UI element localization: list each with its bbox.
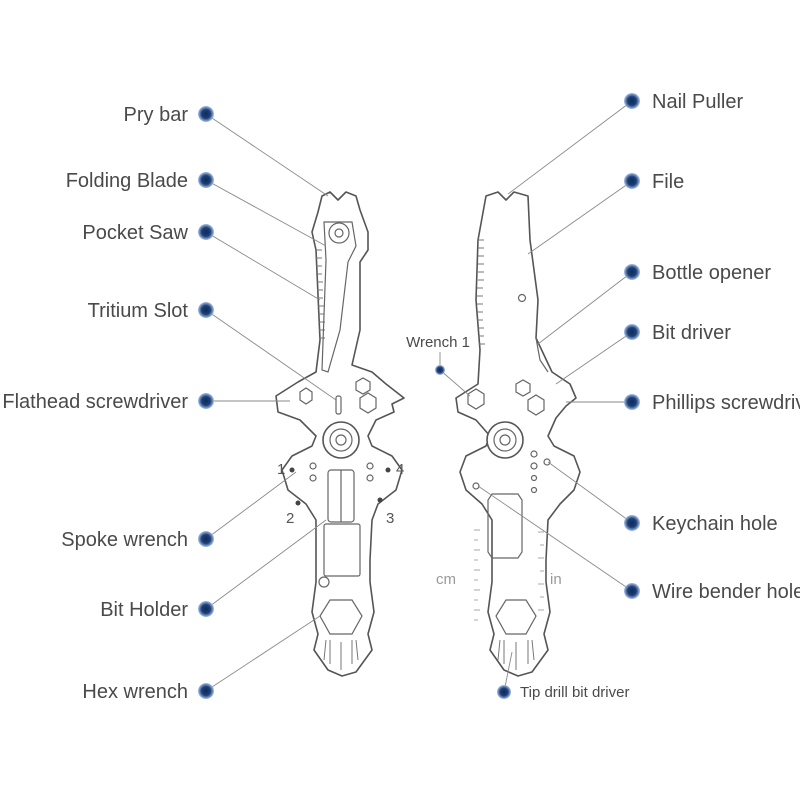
left-spoke-hole-d — [366, 474, 374, 482]
right-pivot-outer — [486, 421, 524, 459]
dot-wire-bender-hole — [624, 583, 640, 599]
left-spoke-marker-3 — [377, 497, 383, 503]
left-bit-holder-lower — [323, 523, 361, 577]
label-bottle-opener: Bottle opener — [652, 262, 771, 284]
dot-bit-driver — [624, 324, 640, 340]
right-ruler-metric — [474, 529, 480, 621]
right-pivot-inner — [499, 434, 511, 446]
left-pivot-inner — [335, 434, 347, 446]
label-wire-bender-hole: Wire bender hole — [652, 581, 800, 603]
left-tool — [275, 191, 405, 677]
ruler-label-cm: cm — [436, 571, 456, 588]
right-hex-wrench — [495, 599, 537, 635]
right-labels: Nail Puller File Bottle opener Bit drive… — [406, 91, 800, 701]
dot-bit-holder — [198, 601, 214, 617]
left-spoke-marker-2 — [295, 500, 301, 506]
label-file: File — [652, 171, 684, 193]
spoke-number-3: 3 — [386, 510, 394, 527]
left-tip-teeth — [323, 639, 359, 670]
label-spoke-wrench: Spoke wrench — [61, 529, 188, 551]
spoke-numbers: 1 2 3 4 — [277, 461, 404, 527]
label-pry-bar: Pry bar — [124, 104, 189, 126]
label-hex-wrench: Hex wrench — [82, 681, 188, 703]
left-blade-pivot-inner — [334, 228, 344, 238]
left-pivot-outer — [322, 421, 360, 459]
dot-bottle-opener — [624, 264, 640, 280]
left-spoke-hole-c — [366, 462, 374, 470]
dot-phillips-screwdriver — [624, 394, 640, 410]
label-bit-holder: Bit Holder — [100, 599, 188, 621]
spoke-number-1: 1 — [277, 461, 285, 478]
label-tritium-slot: Tritium Slot — [88, 300, 189, 322]
leader-lines — [205, 100, 633, 693]
left-spoke-marker-4 — [385, 467, 391, 473]
dot-file — [624, 173, 640, 189]
right-keychain-hole — [543, 458, 551, 466]
left-hex-hole-1 — [299, 387, 313, 405]
dot-hex-wrench — [198, 683, 214, 699]
left-blade-pivot — [328, 222, 350, 244]
right-hex-hole-3 — [527, 394, 545, 416]
label-phillips-screwdriver: Phillips screwdriver — [652, 392, 800, 414]
right-long-slot — [487, 493, 523, 559]
right-file-teeth — [477, 239, 485, 345]
left-spoke-marker-1 — [289, 467, 295, 473]
right-ruler-imperial — [538, 531, 544, 611]
label-bit-driver: Bit driver — [652, 322, 731, 344]
right-side-hole-d — [530, 486, 538, 494]
label-flathead-screwdriver: Flathead screwdriver — [2, 391, 188, 413]
right-wire-bender-hole — [472, 482, 480, 490]
right-tool — [455, 191, 581, 677]
dot-nail-puller — [624, 93, 640, 109]
label-wrench-1: Wrench 1 — [406, 334, 470, 351]
left-pivot-middle — [329, 428, 353, 452]
label-pocket-saw: Pocket Saw — [82, 222, 188, 244]
right-side-hole-a — [530, 450, 538, 458]
left-folding-blade — [321, 221, 357, 373]
label-nail-puller: Nail Puller — [652, 91, 743, 113]
ruler-label-in: in — [550, 571, 562, 588]
spoke-number-4: 4 — [396, 461, 404, 478]
label-dots — [198, 93, 640, 699]
spoke-number-2: 2 — [286, 510, 294, 527]
dot-spoke-wrench — [198, 531, 214, 547]
label-keychain-hole: Keychain hole — [652, 513, 778, 535]
dot-tip-drill-bit-driver — [497, 685, 511, 699]
left-hex-hole-3 — [359, 392, 377, 414]
dot-pry-bar — [198, 106, 214, 122]
right-pivot-middle — [493, 428, 517, 452]
right-hex-hole-1 — [467, 388, 485, 410]
ruler-labels: cm in — [436, 571, 562, 588]
right-side-hole-b — [530, 462, 538, 470]
dot-folding-blade — [198, 172, 214, 188]
right-bottle-opener-edge — [535, 337, 549, 373]
left-labels: Pry bar Folding Blade Pocket Saw Tritium… — [2, 104, 188, 703]
left-spoke-hole-b — [309, 474, 317, 482]
dot-flathead-screwdriver — [198, 393, 214, 409]
left-tritium-slot — [335, 395, 342, 415]
dot-wrench-1 — [435, 365, 445, 375]
label-tip-drill-bit-driver: Tip drill bit driver — [520, 684, 629, 701]
left-lower-hole — [318, 576, 330, 588]
right-tip-teeth — [497, 639, 535, 670]
right-hex-hole-2 — [515, 379, 531, 397]
dot-keychain-hole — [624, 515, 640, 531]
label-folding-blade: Folding Blade — [66, 170, 188, 192]
left-spoke-hole-a — [309, 462, 317, 470]
right-side-hole-c — [530, 474, 538, 482]
right-small-hole — [517, 293, 527, 303]
left-hex-hole-2 — [355, 377, 371, 395]
dot-pocket-saw — [198, 224, 214, 240]
dot-tritium-slot — [198, 302, 214, 318]
